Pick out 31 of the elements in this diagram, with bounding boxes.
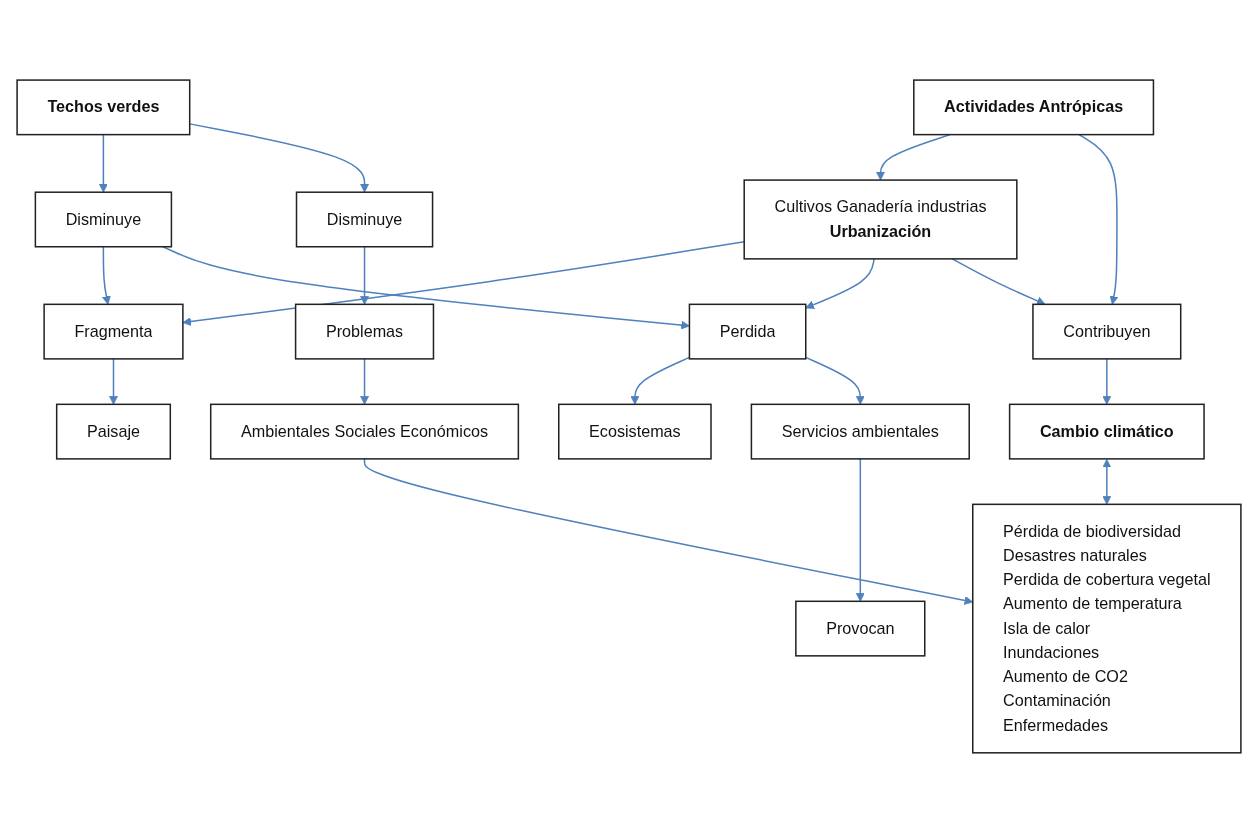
node-box: Paisaje	[55, 403, 171, 460]
arrow	[629, 356, 690, 405]
node-box: Contribuyen	[1031, 303, 1181, 360]
node-box: Pérdida de biodiversidad Desastres naturales Perdida de cobertura vegetal Aumento de temperatura Isla de calor Inundaciones Aumento de CO2 Contaminación Enfermedades	[971, 503, 1242, 754]
node-box: Techos verdes	[15, 79, 190, 136]
node-box: Disminuye	[34, 191, 172, 248]
node-box: Provocan	[794, 600, 925, 657]
arrow	[359, 358, 369, 405]
arrow	[108, 358, 118, 405]
arrow	[359, 246, 369, 305]
arrow	[1077, 133, 1118, 305]
node-box: Cambio climático	[1008, 403, 1205, 460]
arrow	[363, 458, 973, 605]
node-box: Disminuye	[295, 191, 433, 248]
arrow	[855, 458, 865, 602]
arrow	[951, 258, 1045, 306]
node-box: Actividades Antrópicas	[912, 79, 1154, 136]
arrow	[875, 133, 951, 181]
arrow	[1101, 358, 1111, 405]
node-box: Servicios ambientales	[750, 403, 970, 460]
arrow	[98, 133, 108, 193]
node-box: Ecosistemas	[557, 403, 712, 460]
node-box: Cultivos Ganadería industrias Urbanización	[742, 179, 1018, 260]
arrow	[101, 246, 111, 305]
node-box: Fragmenta	[42, 303, 184, 360]
arrow	[804, 356, 865, 405]
arrow	[804, 258, 875, 310]
node-box: Problemas	[294, 303, 434, 360]
arrow	[1101, 458, 1111, 505]
node-box: Ambientales Sociales Económicos	[209, 403, 519, 460]
node-box: Perdida	[688, 303, 806, 360]
